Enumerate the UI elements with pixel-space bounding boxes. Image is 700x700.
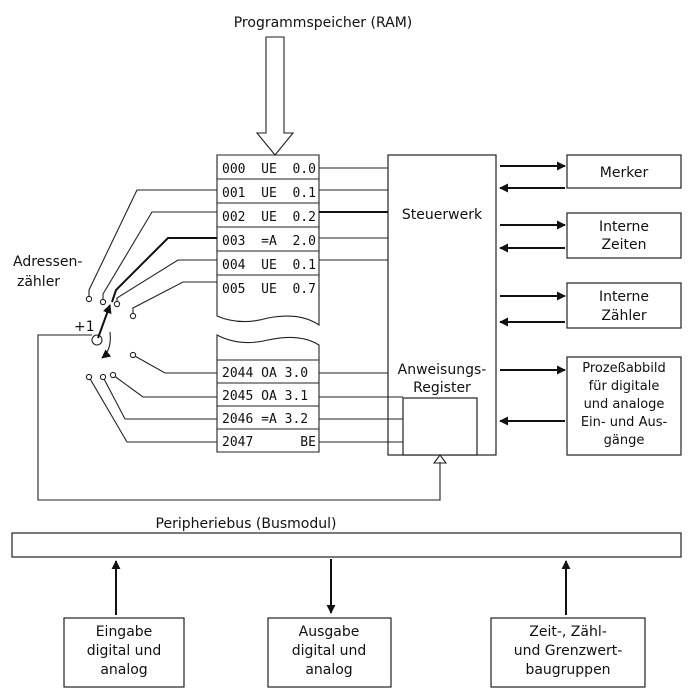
memory-bottom-row-0: 2044 OA 3.0 (222, 366, 308, 381)
selector-pivot (91, 334, 103, 346)
ausgabe-label-2: digital und (292, 643, 367, 659)
ausgabe-box (267, 617, 392, 688)
interne-zeiten-box (566, 212, 682, 259)
memory-bottom-row-1: 2045 OA 3.1 (222, 389, 308, 404)
prozessabbild-box (566, 356, 682, 456)
eingabe-box (63, 617, 185, 688)
memory-bottom-row-2: 2046 =A 3.2 (222, 412, 308, 427)
program-memory-table (216, 154, 320, 453)
memory-input-arrow (255, 36, 295, 156)
zeit-zaehl-label-2: und Grenzwert- (514, 643, 623, 659)
increment-label: +1 (74, 319, 95, 335)
memory-bottom-row-3: 2047 BE (222, 435, 316, 450)
address-counter-label-line-1: Adressen- (13, 254, 82, 270)
interne-zaehler-label-2: Zähler (601, 308, 647, 324)
memory-top-row-1: 001 UE 0.1 (222, 186, 316, 201)
memory-top-row-2: 002 UE 0.2 (222, 210, 316, 225)
memory-top-row-3: 003 =A 2.0 (222, 234, 316, 249)
memory-top-row-5: 005 UE 0.7 (222, 282, 316, 297)
memory-top-row-0: 000 UE 0.0 (222, 162, 316, 177)
control-to-right-arrows (499, 161, 566, 426)
bus-label: Peripheriebus (Busmodul) (156, 516, 337, 532)
eingabe-label-1: Eingabe (96, 624, 153, 640)
register-label-line-2: Register (413, 380, 471, 396)
address-selector-wires (88, 189, 217, 443)
selector-rotation-arrow (101, 331, 112, 359)
address-counter-label-line-2: zähler (17, 274, 60, 290)
zeit-zaehl-label-3: baugruppen (525, 662, 610, 678)
steuerwerk-label: Steuerwerk (402, 207, 483, 223)
ausgabe-label-1: Ausgabe (299, 624, 360, 640)
feedback-loop-line (37, 334, 441, 501)
interne-zaehler-label-1: Interne (599, 289, 649, 305)
memory-top-row-4: 004 UE 0.1 (222, 258, 316, 273)
interne-zeiten-label-2: Zeiten (601, 237, 646, 253)
peripheral-bus-bar (11, 532, 682, 558)
zeit-zaehl-box (490, 617, 646, 688)
prozessabbild-label-1: Prozeßabbild (582, 361, 666, 376)
prozessabbild-label-3: und analoge (584, 397, 665, 412)
instruction-register-box (402, 397, 478, 456)
interne-zaehler-box (566, 282, 682, 329)
eingabe-label-2: digital und (87, 643, 162, 659)
prozessabbild-label-2: für digitale (589, 379, 660, 394)
selector-contacts (85, 295, 137, 381)
feedback-loop-arrowhead (432, 454, 448, 464)
prozessabbild-label-4: Ein- und Aus- (581, 415, 668, 430)
merker-label: Merker (600, 165, 649, 181)
ausgabe-label-3: analog (305, 662, 352, 678)
active-address-wire (111, 237, 217, 303)
selector-pointer-arrow (97, 304, 112, 339)
zeit-zaehl-label-1: Zeit-, Zähl- (529, 624, 607, 640)
interne-zeiten-label-1: Interne (599, 219, 649, 235)
eingabe-label-3: analog (100, 662, 147, 678)
program-memory-label: Programmspeicher (RAM) (234, 15, 413, 31)
register-label-line-1: Anweisungs- (398, 362, 487, 378)
memory-to-control-lines (319, 167, 403, 443)
prozessabbild-label-5: gänge (604, 433, 645, 448)
merker-box (566, 154, 682, 189)
